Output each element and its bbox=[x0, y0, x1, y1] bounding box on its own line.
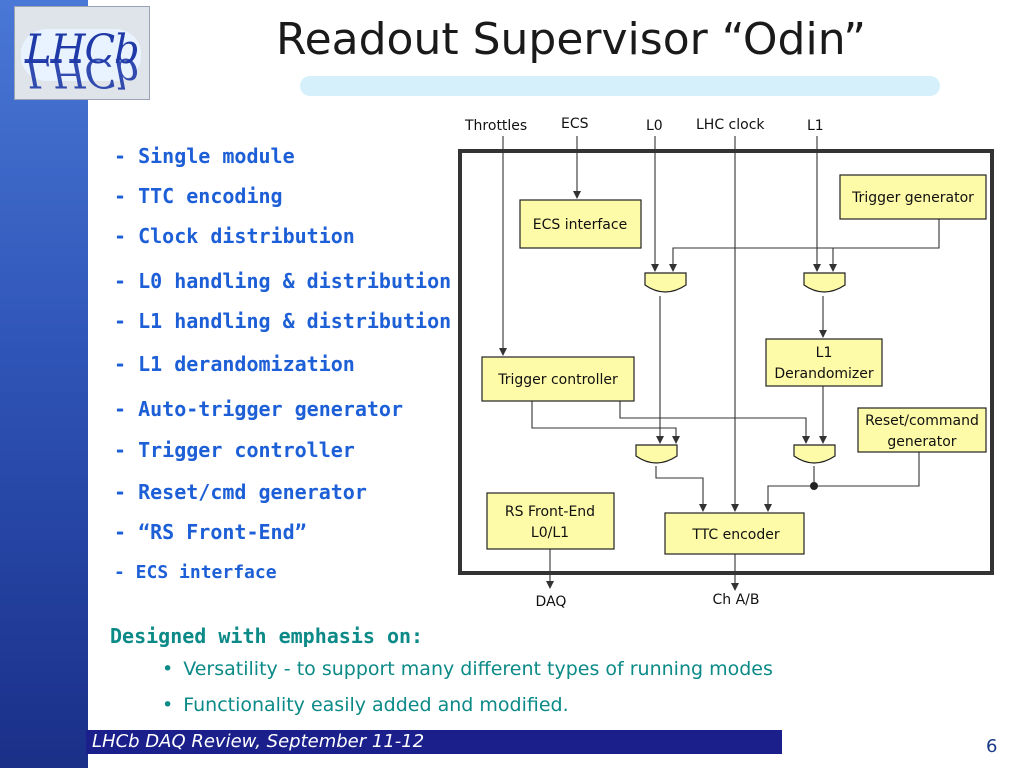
l1-derandomizer-block bbox=[765, 338, 883, 387]
page-number: 6 bbox=[986, 736, 998, 757]
l1-and-gate bbox=[803, 272, 846, 293]
feature-item: - L1 derandomization bbox=[114, 352, 355, 376]
trigger-ctrl-to-l0-gate bbox=[531, 401, 680, 444]
l1-derandomizer-label-2: Derandomizer bbox=[774, 366, 874, 382]
trigger-ctrl-to-l1-gate bbox=[619, 401, 810, 444]
page-title: Readout Supervisor “Odin” bbox=[276, 14, 866, 65]
input-ecs-label: ECS bbox=[561, 116, 589, 132]
trigger-gen-to-l0-gate bbox=[669, 219, 940, 272]
l0-and-gate bbox=[644, 272, 687, 293]
reset-command-label-1: Reset/command bbox=[865, 413, 979, 429]
l1-output-gate bbox=[793, 444, 836, 464]
lhcb-logo: LHCb LHCb bbox=[14, 6, 150, 100]
trigger-controller-block bbox=[481, 356, 635, 402]
output-ch-ab-label: Ch A/B bbox=[713, 592, 760, 608]
emphasis-item: • Functionality easily added and modified… bbox=[162, 694, 569, 716]
l1-derandomizer-label-1: L1 bbox=[816, 345, 833, 361]
feature-item: - Clock distribution bbox=[114, 224, 355, 248]
ecs-interface-block bbox=[519, 199, 642, 249]
footer-bar: LHCb DAQ Review, September 11-12 bbox=[86, 730, 782, 754]
trigger-generator-block bbox=[839, 174, 987, 220]
input-l0-label: L0 bbox=[646, 118, 663, 134]
reset-cmd-to-ttc bbox=[814, 452, 920, 487]
feature-item: - Single module bbox=[114, 144, 295, 168]
l0-gate-to-ttc-encoder bbox=[655, 466, 707, 512]
reset-command-generator-block bbox=[857, 407, 987, 453]
junction-dot bbox=[810, 482, 818, 490]
title-highlight bbox=[300, 76, 940, 96]
ttc-encoder-block bbox=[664, 512, 805, 555]
feature-item: - Trigger controller bbox=[114, 438, 355, 462]
feature-item: - L1 handling & distribution bbox=[114, 309, 452, 333]
emphasis-item: • Versatility - to support many different… bbox=[162, 658, 773, 680]
logo-background bbox=[21, 29, 141, 81]
trigger-generator-label: Trigger generator bbox=[851, 190, 974, 206]
logo-text: LHCb bbox=[25, 27, 140, 73]
feature-item: - L0 handling & distribution bbox=[114, 269, 452, 293]
footer-text: LHCb DAQ Review, September 11-12 bbox=[92, 731, 425, 752]
trigger-gen-to-l1-gate bbox=[829, 247, 939, 272]
input-l1-label: L1 bbox=[807, 118, 824, 134]
feature-item: - Reset/cmd generator bbox=[114, 480, 367, 504]
ecs-interface-label: ECS interface bbox=[533, 217, 627, 233]
rs-frontend-label-1: RS Front-End bbox=[505, 504, 595, 520]
feature-item: - Auto-trigger generator bbox=[114, 397, 403, 421]
l0-output-gate bbox=[635, 444, 678, 464]
bullet-dot-icon: • bbox=[162, 658, 174, 680]
sidebar-gradient bbox=[0, 0, 88, 768]
reset-command-label-2: generator bbox=[887, 434, 956, 450]
emphasis-heading: Designed with emphasis on: bbox=[110, 624, 424, 648]
emphasis-item-text: Versatility - to support many different … bbox=[183, 658, 773, 680]
l1-gate-to-ttc-encoder bbox=[764, 466, 815, 512]
emphasis-item-text: Functionality easily added and modified. bbox=[183, 694, 569, 716]
feature-item: - “RS Front-End” bbox=[114, 520, 307, 544]
module-frame bbox=[458, 149, 994, 575]
ttc-encoder-label: TTC encoder bbox=[691, 527, 780, 543]
input-lhc-clock-label: LHC clock bbox=[696, 117, 765, 133]
output-daq-label: DAQ bbox=[536, 594, 567, 610]
rs-frontend-block bbox=[486, 492, 615, 550]
feature-item: - TTC encoding bbox=[114, 184, 283, 208]
trigger-controller-label: Trigger controller bbox=[497, 372, 618, 388]
bullet-dot-icon: • bbox=[162, 694, 174, 716]
feature-item: - ECS interface bbox=[114, 562, 277, 583]
rs-frontend-label-2: L0/L1 bbox=[531, 525, 569, 541]
input-throttles-label: Throttles bbox=[464, 118, 527, 134]
